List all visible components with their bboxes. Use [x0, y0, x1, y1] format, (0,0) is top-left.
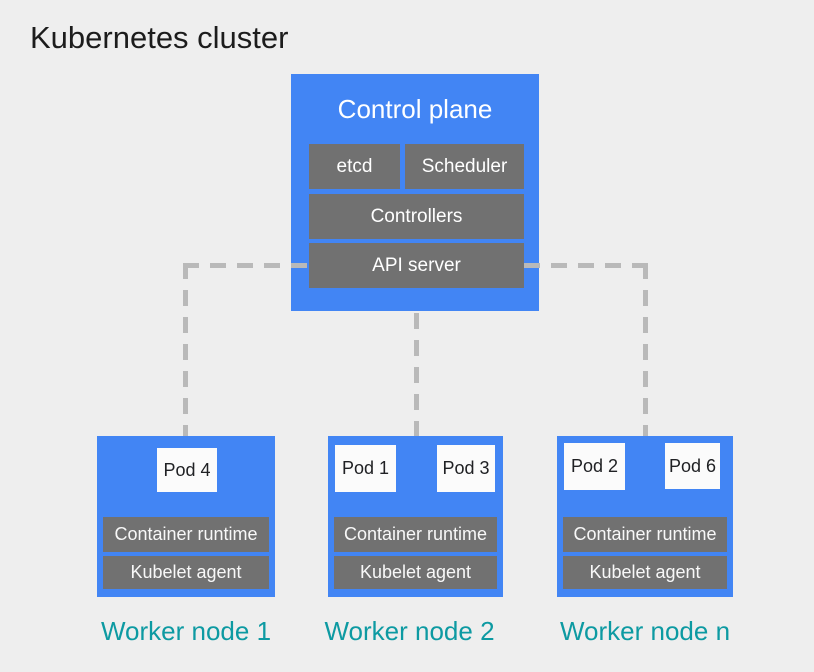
- control-plane-title: Control plane: [337, 93, 493, 124]
- connector-left-vertical-line: [183, 263, 188, 436]
- worker-node-label-2: Worker node 2: [324, 616, 495, 646]
- connector-middle-vertical-line: [414, 313, 419, 436]
- component-etcd: etcd: [309, 144, 400, 189]
- worker-node-box-1: Pod 4 Container runtime Kubelet agent: [97, 436, 275, 597]
- connector-right-vertical-line: [643, 263, 648, 436]
- worker-node-box-n: Pod 2 Pod 6 Container runtime Kubelet ag…: [557, 436, 733, 597]
- component-controllers: Controllers: [309, 194, 524, 239]
- component-scheduler: Scheduler: [405, 144, 524, 189]
- worker-node-label-1: Worker node 1: [100, 616, 272, 646]
- pod-box: Pod 3: [437, 445, 495, 492]
- component-api-server: API server: [309, 243, 524, 288]
- pod-box: Pod 2: [564, 443, 625, 490]
- connector-left-horizontal-line: [183, 263, 309, 268]
- container-runtime-box: Container runtime: [103, 517, 269, 552]
- worker-node-box-2: Pod 1 Pod 3 Container runtime Kubelet ag…: [328, 436, 503, 597]
- connector-right-horizontal-line: [524, 263, 648, 268]
- kubelet-agent-box: Kubelet agent: [334, 556, 497, 589]
- worker-node-label-n: Worker node n: [559, 616, 731, 646]
- pod-box: Pod 6: [665, 443, 720, 489]
- container-runtime-box: Container runtime: [563, 517, 727, 552]
- kubelet-agent-box: Kubelet agent: [563, 556, 727, 589]
- pod-box: Pod 4: [157, 448, 217, 492]
- kubelet-agent-box: Kubelet agent: [103, 556, 269, 589]
- diagram-title: Kubernetes cluster: [30, 20, 289, 55]
- control-plane-box: Control plane etcd Scheduler Controllers…: [291, 74, 539, 311]
- pod-box: Pod 1: [335, 445, 396, 492]
- container-runtime-box: Container runtime: [334, 517, 497, 552]
